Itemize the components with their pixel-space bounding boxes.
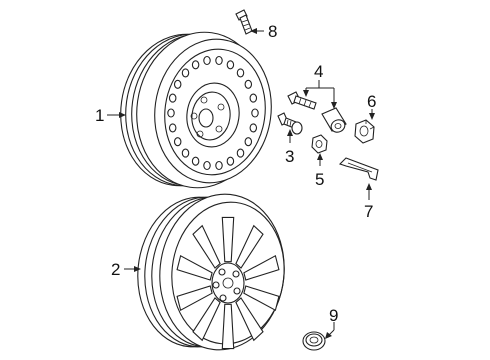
vent-hole (215, 55, 223, 66)
spoke (176, 285, 213, 312)
spoke (243, 285, 280, 312)
vent-hole (168, 93, 177, 103)
vent-hole (244, 79, 253, 89)
steel-wheel (120, 31, 272, 189)
vent-hole (226, 156, 235, 166)
vent-hole (203, 55, 211, 66)
lug-bolt (277, 112, 303, 135)
vent-hole (226, 60, 235, 70)
callout-7: 7 (364, 202, 373, 221)
wheel-bolt-long (287, 91, 317, 110)
vent-hole (191, 156, 200, 166)
balance-weight (338, 157, 379, 181)
vent-hole (168, 123, 177, 133)
vent-hole (251, 108, 259, 118)
spoke (221, 216, 235, 263)
locking-nut (354, 119, 375, 144)
valve-stem (235, 9, 253, 35)
leader-lines (107, 28, 375, 339)
vent-hole (249, 93, 258, 103)
vent-hole (244, 137, 253, 147)
vent-hole (249, 123, 258, 133)
callout-6: 6 (367, 92, 376, 111)
vent-hole (181, 148, 190, 158)
vent-hole (215, 160, 223, 171)
spoke (192, 224, 221, 269)
vent-hole (236, 68, 245, 78)
wheel-nut-sleeve (321, 107, 347, 133)
callout-9: 9 (329, 306, 338, 325)
callout-1: 1 (95, 106, 104, 125)
vent-hole (173, 79, 182, 89)
callout-4: 4 (314, 62, 323, 81)
vent-hole (191, 60, 200, 70)
spoke (221, 303, 235, 350)
spoke (235, 224, 264, 269)
alloy-spokes (176, 216, 280, 350)
spoke (176, 254, 213, 281)
callout-5: 5 (315, 170, 324, 189)
spoke (192, 297, 221, 342)
center-cap (302, 331, 326, 351)
lug-nut (311, 134, 328, 154)
spoke (243, 254, 280, 281)
vent-hole (203, 160, 211, 171)
callout-3: 3 (285, 147, 294, 166)
vent-hole (173, 137, 182, 147)
spoke (235, 297, 264, 342)
vent-hole (236, 148, 245, 158)
vent-hole (181, 68, 190, 78)
vent-hole (167, 108, 175, 118)
callout-8: 8 (268, 22, 277, 41)
callout-2: 2 (111, 260, 120, 279)
alloy-wheel (137, 193, 285, 351)
vent-holes (167, 55, 259, 171)
